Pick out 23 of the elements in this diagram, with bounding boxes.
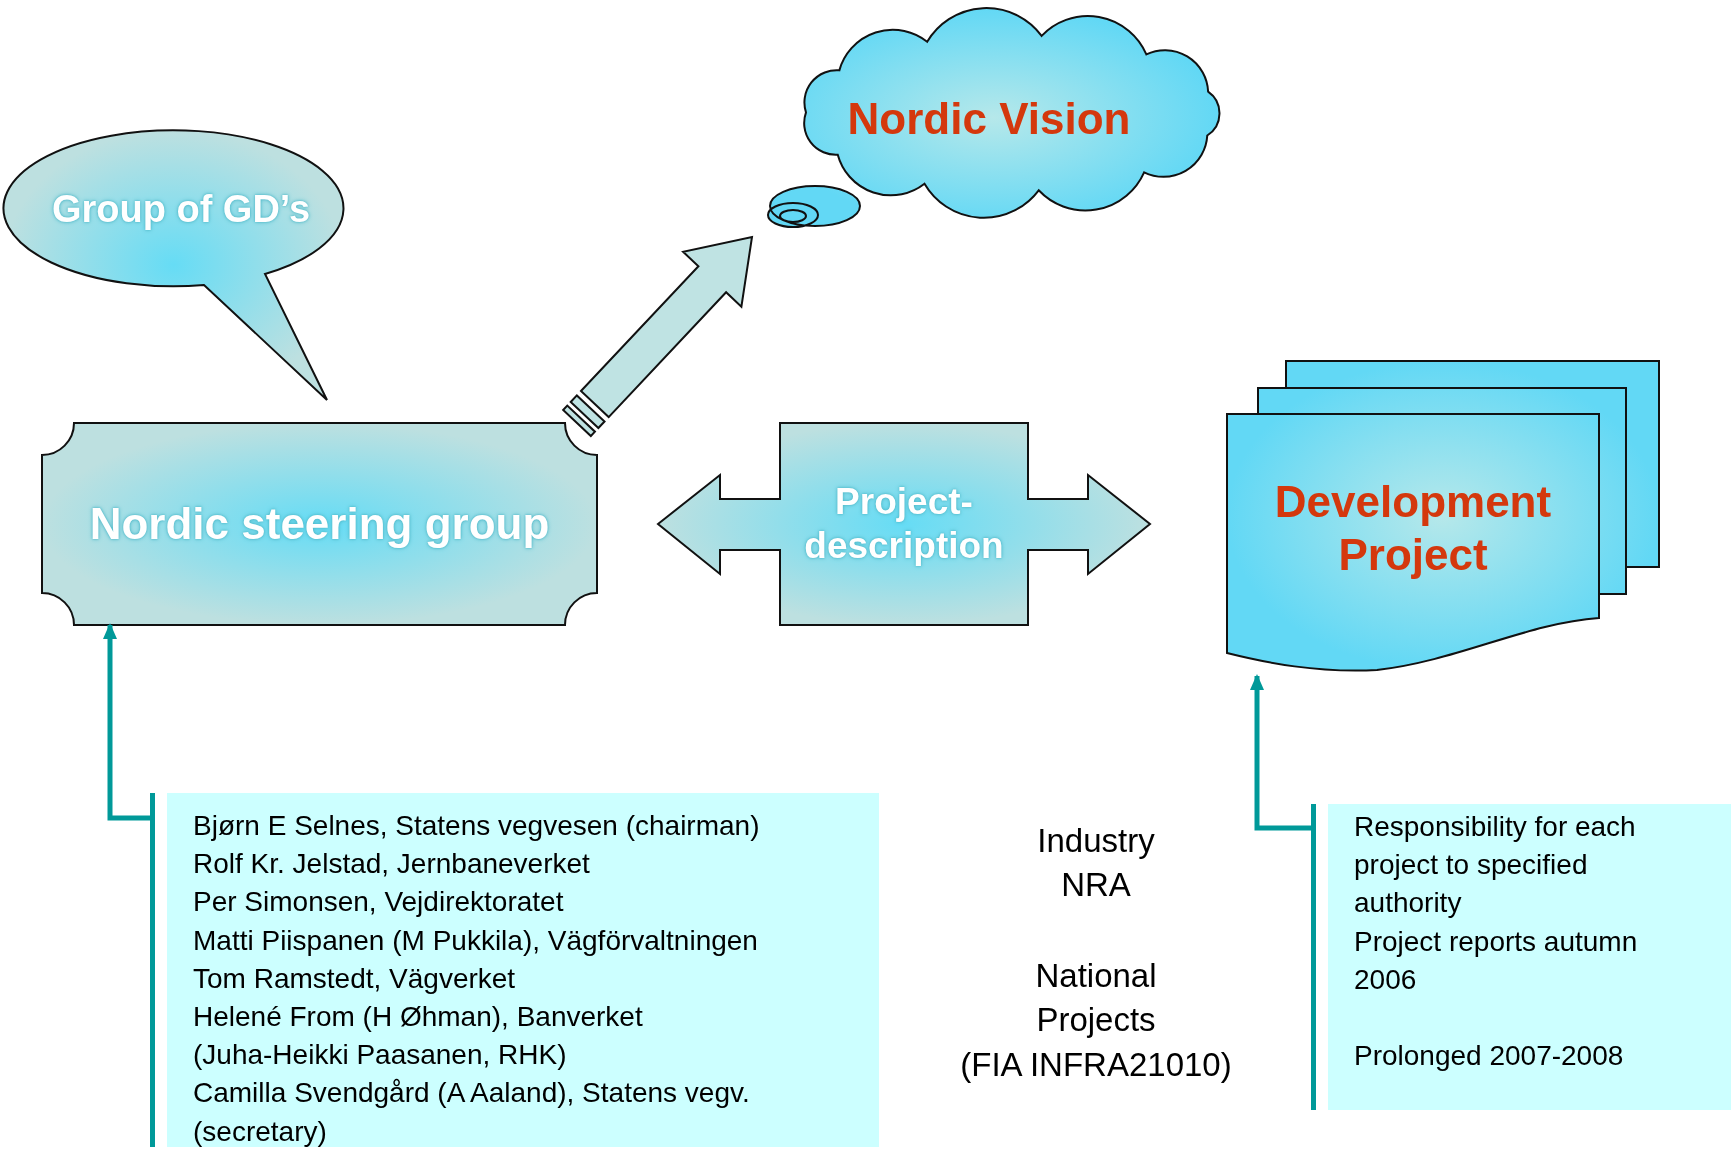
- label-text: Industry: [1036, 821, 1156, 861]
- member-line: Matti Piispanen (M Pukkila), Vägförvaltningen: [193, 923, 759, 958]
- info-panel: [1311, 804, 1731, 1110]
- member-line: Helené From (H Øhman), Banverket: [193, 1000, 644, 1034]
- member-line: Tom Ramstedt, Vägverket: [193, 961, 517, 996]
- bubble-title: Group of GD’s: [51, 187, 311, 233]
- note-text: Prolonged 2007-2008: [1354, 1039, 1625, 1073]
- member-line: (Juha-Heikki Paasanen, RHK): [193, 1038, 568, 1073]
- label-text: (FIA INFRA21010): [959, 1045, 1233, 1085]
- member-line: Bjørn E Selnes, Statens vegvesen (chairman): [193, 809, 761, 843]
- box-title: Nordic steering group: [89, 497, 550, 550]
- label-text: National Projects: [1034, 956, 1158, 1040]
- member-line: Camilla Svendgård (A Aaland), Statens vegv. (secretary): [193, 1076, 751, 1149]
- document-title: Development Project: [1273, 476, 1553, 581]
- note-text: Project reports autumn 2006: [1354, 924, 1639, 997]
- member-line: Rolf Kr. Jelstad, Jernbaneverket: [193, 847, 591, 882]
- block-arrow: [561, 235, 754, 438]
- label-text: NRA: [1060, 865, 1132, 905]
- cloud-title: Nordic Vision: [847, 92, 1131, 145]
- member-line: Per Simonsen, Vejdirektoratet: [193, 885, 565, 920]
- info-panel: [150, 793, 879, 1147]
- box-title: Project-description: [803, 479, 1005, 568]
- note-text: Responsibility for each project to specified authority: [1354, 810, 1637, 921]
